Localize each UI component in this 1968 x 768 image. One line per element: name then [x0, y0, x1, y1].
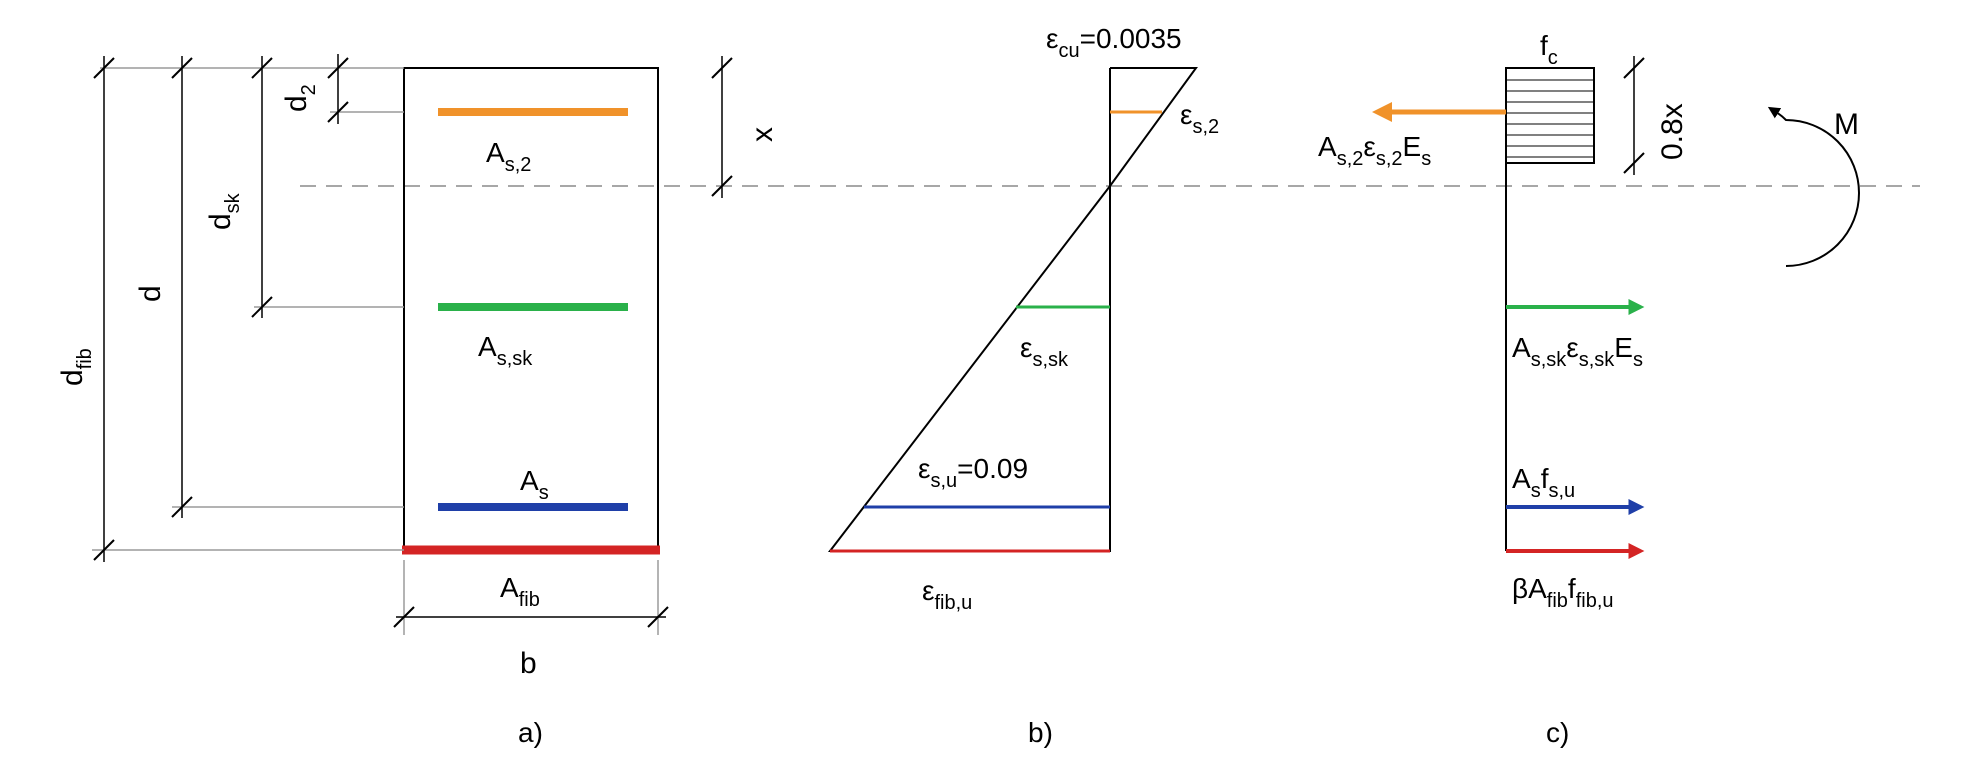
caption-a: a) — [518, 717, 543, 748]
dim-08x-tick-top — [1623, 57, 1645, 79]
dim-dfib-tick-top — [93, 57, 115, 79]
caption-b: b) — [1028, 717, 1053, 748]
label-08x: 0.8x — [1656, 103, 1689, 160]
label-d: d — [134, 285, 167, 302]
label-eps-fibu: εfib,u — [922, 575, 972, 614]
label-afib: Afib — [500, 572, 540, 611]
dim-x-tick-bottom — [711, 175, 733, 197]
dim-d-tick-bottom — [171, 496, 193, 518]
label-dsk: dsk — [204, 192, 244, 230]
label-dfib: dfib — [56, 348, 96, 386]
label-eps-cu: εcu=0.0035 — [1046, 23, 1182, 62]
panel-a: As,2 As,sk As Afib b d2 dsk d — [56, 54, 779, 748]
label-force-s2: As,2εs,2Es — [1318, 131, 1431, 170]
dim-x-tick-top — [711, 57, 733, 79]
dim-d-tick-top — [171, 57, 193, 79]
panel-b: εcu=0.0035 εs,2 εs,sk εs,u=0.09 εfib,u b… — [827, 23, 1219, 748]
dim-dsk-tick-bottom — [251, 296, 273, 318]
label-force-fib: βAfibffib,u — [1512, 573, 1614, 612]
strain-diagram — [827, 67, 1198, 552]
dim-dfib-tick-bottom — [93, 539, 115, 561]
moment-arrow — [1767, 106, 1860, 267]
label-assk: As,sk — [478, 331, 533, 370]
label-eps-s2: εs,2 — [1180, 99, 1219, 138]
label-b: b — [520, 647, 537, 680]
label-fc: fc — [1540, 30, 1558, 69]
label-force-s: Asfs,u — [1512, 463, 1575, 502]
label-force-ssk: As,skεs,skEs — [1512, 332, 1643, 371]
panel-c: fc 0.8x As,2εs,2Es As,skεs,skEs Asfs,u β… — [1318, 30, 1860, 748]
dim-b-tick-right — [647, 606, 669, 628]
stress-block-hatch — [1506, 79, 1594, 158]
stress-block — [1505, 67, 1595, 164]
dim-d2-tick-bottom — [327, 101, 349, 123]
label-eps-su: εs,u=0.09 — [918, 453, 1028, 492]
label-x: x — [746, 127, 779, 142]
dim-08x-tick-bottom — [1623, 152, 1645, 174]
dim-b-tick-left — [393, 606, 415, 628]
label-as: As — [520, 465, 549, 504]
dim-d2-tick-top — [327, 57, 349, 79]
label-moment: M — [1834, 108, 1859, 141]
label-d2: d2 — [280, 84, 320, 112]
dim-dsk-tick-top — [251, 57, 273, 79]
label-eps-ssk: εs,sk — [1020, 332, 1069, 371]
caption-c: c) — [1546, 717, 1569, 748]
label-as2: As,2 — [486, 137, 531, 176]
